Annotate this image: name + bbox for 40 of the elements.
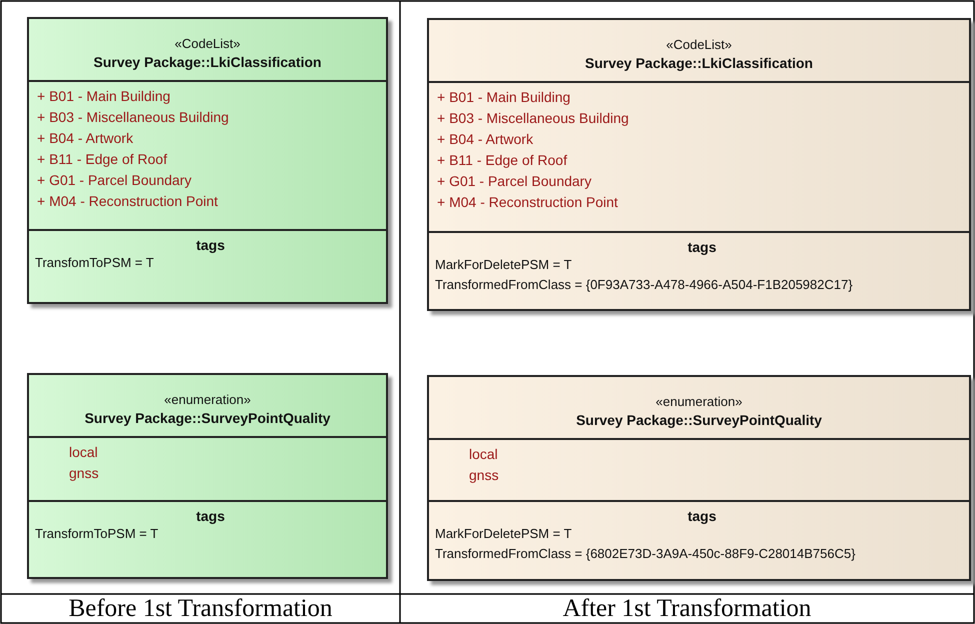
tag-value: TransformToPSM = T — [35, 525, 158, 543]
class-box — [27, 17, 388, 304]
stereotype-label: «enumeration» — [164, 392, 251, 407]
attribute-text: local — [468, 445, 498, 464]
stereotype-label: «CodeList» — [174, 36, 240, 51]
class-name: Survey Package::LkiClassification — [94, 54, 322, 70]
tags-heading: tags — [688, 239, 716, 255]
tags-heading: tags — [196, 508, 225, 524]
class-box — [427, 18, 971, 311]
class-box — [27, 373, 388, 579]
tags-heading: tags — [688, 508, 716, 524]
attribute-text: + B03 - Miscellaneous Building — [437, 109, 629, 128]
class-box — [427, 375, 971, 581]
stereotype-label: «CodeList» — [666, 37, 732, 52]
stereotype-label: «enumeration» — [656, 394, 742, 409]
attribute-text: + M04 - Reconstruction Point — [437, 193, 618, 212]
attribute-text: + B01 - Main Building — [37, 87, 170, 106]
attribute-text: + B03 - Miscellaneous Building — [37, 108, 229, 127]
attribute-text: + B11 - Edge of Roof — [437, 151, 568, 170]
attribute-text: + B11 - Edge of Roof — [37, 150, 168, 169]
tag-value: MarkForDeletePSM = T — [435, 256, 572, 274]
tags-heading: tags — [196, 237, 225, 253]
tag-value: MarkForDeletePSM = T — [435, 525, 572, 543]
class-name: Survey Package::SurveyPointQuality — [576, 412, 822, 428]
attribute-text: + B04 - Artwork — [437, 130, 534, 149]
attribute-text: local — [68, 443, 98, 462]
attribute-text: + G01 - Parcel Boundary — [437, 172, 592, 191]
attribute-text: + B04 - Artwork — [37, 129, 134, 148]
attribute-text: gnss — [68, 464, 99, 483]
class-name: Survey Package::LkiClassification — [585, 55, 813, 71]
attribute-text: + B01 - Main Building — [437, 88, 570, 107]
tag-value: TransfomToPSM = T — [35, 254, 154, 272]
caption-text: After 1st Transformation — [562, 594, 812, 623]
attribute-text: gnss — [468, 466, 499, 485]
class-name: Survey Package::SurveyPointQuality — [84, 410, 330, 426]
caption-text: Before 1st Transformation — [68, 594, 334, 623]
tag-value: TransformedFromClass = {0F93A733-A478-4966-A504-F1B205982C17} — [435, 276, 853, 294]
tag-value: TransformedFromClass = {6802E73D-3A9A-450c-88F9-C28014B756C5} — [435, 545, 856, 563]
attribute-text: + G01 - Parcel Boundary — [37, 171, 192, 190]
attribute-text: + M04 - Reconstruction Point — [37, 192, 218, 211]
